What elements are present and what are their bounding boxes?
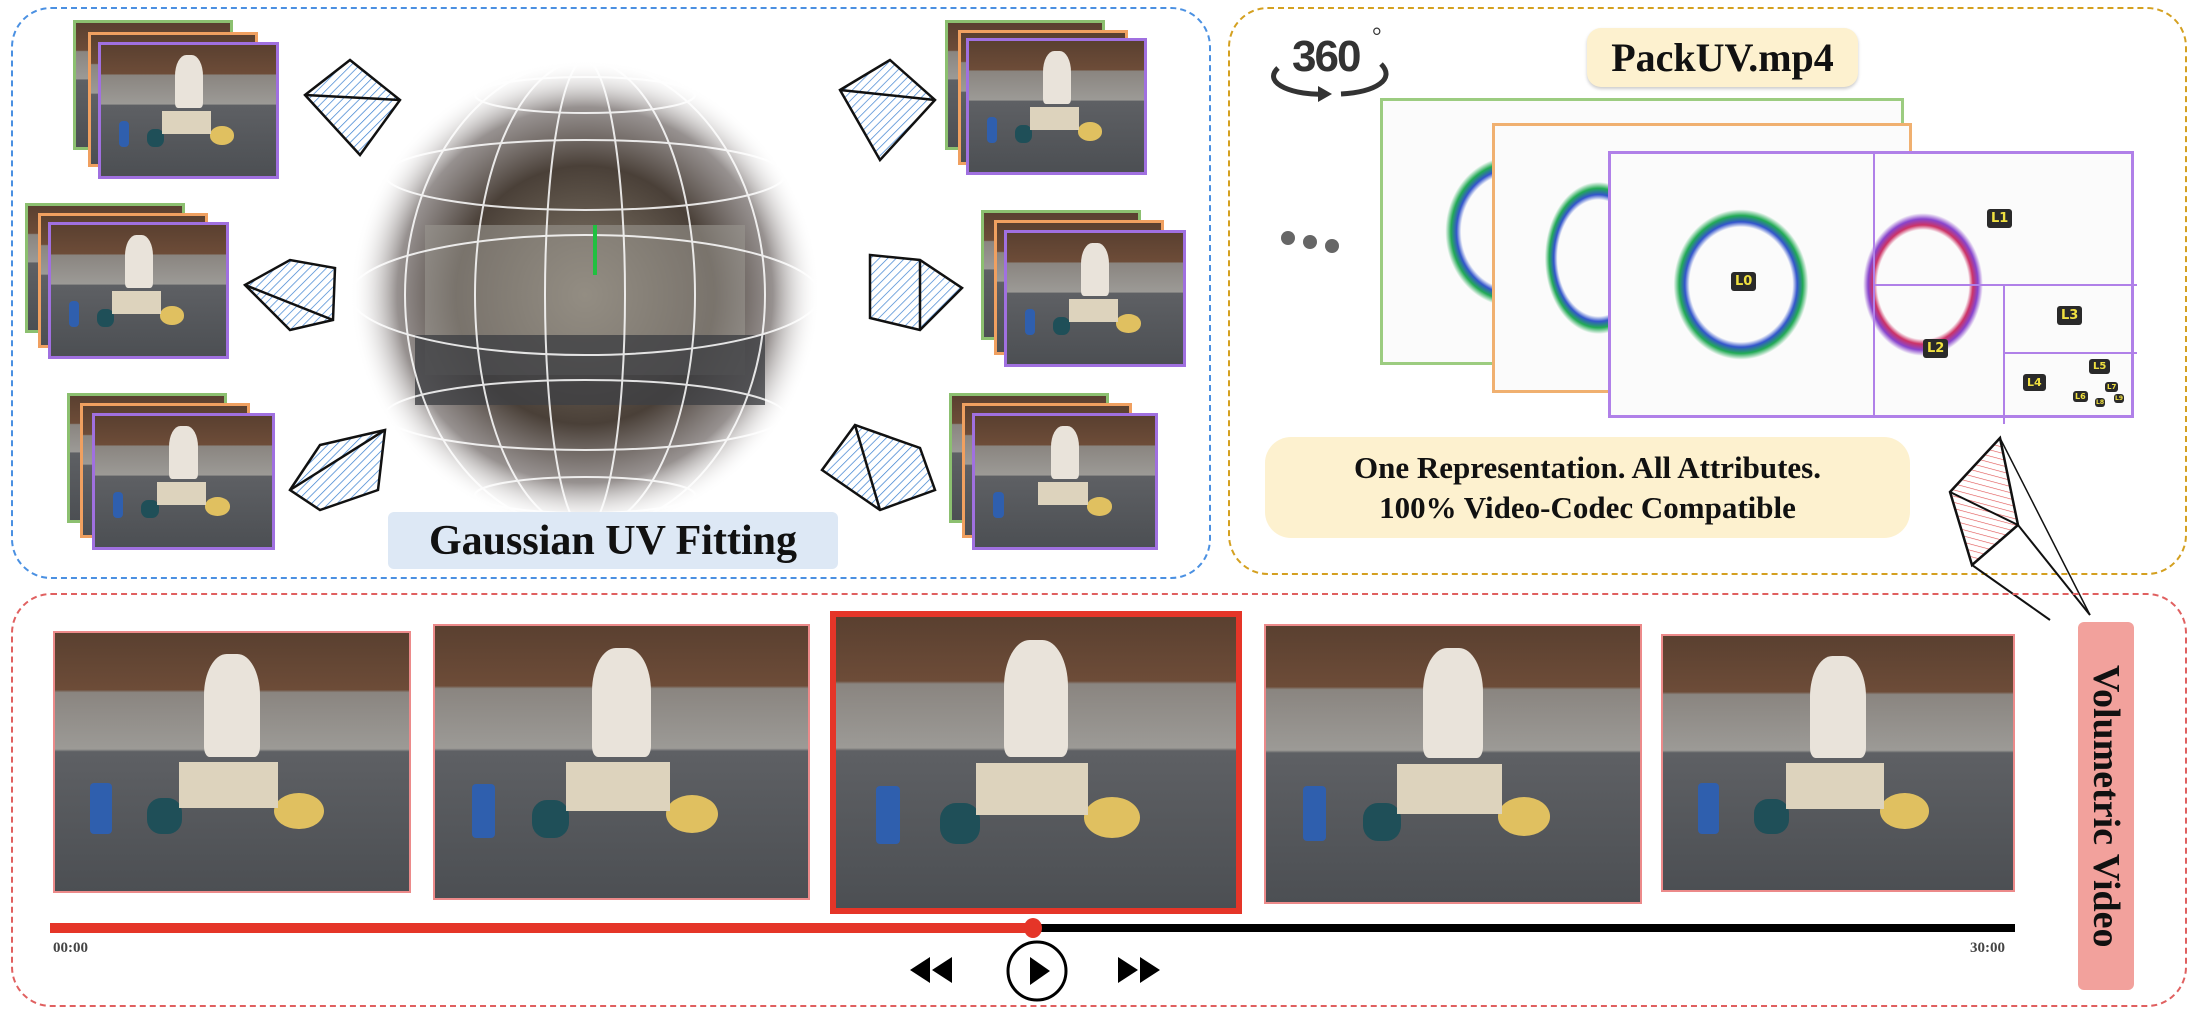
gaussian-uv-fitting-panel bbox=[11, 7, 1211, 579]
video-frame-current[interactable] bbox=[830, 611, 1242, 914]
level-label: L5 bbox=[2089, 359, 2111, 374]
timeline-progress bbox=[50, 923, 1033, 933]
level-label: L9 bbox=[2114, 394, 2124, 403]
camera-frame bbox=[972, 413, 1158, 550]
render-camera-icon bbox=[1948, 435, 2091, 621]
more-frames-ellipsis-icon bbox=[1280, 228, 1350, 263]
fast-forward-icon[interactable] bbox=[1116, 955, 1162, 985]
tagline-box: One Representation. All Attributes. 100%… bbox=[1265, 437, 1910, 538]
camera-frame bbox=[92, 413, 275, 550]
level-label: L6 bbox=[2073, 391, 2088, 402]
level-label: L1 bbox=[1987, 209, 2013, 228]
video-frame[interactable] bbox=[53, 631, 411, 893]
level-label: L8 bbox=[2095, 398, 2105, 407]
camera-frame bbox=[98, 42, 279, 179]
camera-frame bbox=[966, 38, 1147, 175]
timeline-handle[interactable] bbox=[1023, 918, 1042, 938]
camera-frame bbox=[1004, 230, 1186, 367]
video-frame[interactable] bbox=[433, 624, 810, 900]
time-end: 30:00 bbox=[1970, 940, 2005, 956]
uv-atlas-frame-current: L0 L1 L2 L3 L4 L5 L6 L7 L8 L9 bbox=[1608, 151, 2137, 424]
level-label: L2 bbox=[1923, 339, 1949, 358]
packuv-file-label: PackUV.mp4 bbox=[1587, 28, 1858, 87]
gaussian-uv-fitting-label: Gaussian UV Fitting bbox=[388, 512, 838, 569]
camera-icon bbox=[288, 428, 387, 512]
camera-frustum-icons bbox=[242, 58, 964, 512]
volumetric-video-panel bbox=[11, 593, 2187, 1007]
time-start: 00:00 bbox=[53, 940, 88, 956]
level-label: L0 bbox=[1731, 272, 1757, 291]
camera-icon bbox=[303, 58, 402, 157]
level-label: L4 bbox=[2023, 374, 2046, 391]
tagline-line-1: One Representation. All Attributes. bbox=[1354, 449, 1821, 485]
video-frame[interactable] bbox=[1264, 624, 1642, 904]
play-icon[interactable] bbox=[1005, 939, 1069, 1003]
packuv-panel bbox=[1228, 7, 2187, 575]
level-label: L7 bbox=[2105, 382, 2119, 392]
timeline-scrubber[interactable] bbox=[50, 918, 2015, 938]
camera-icon bbox=[868, 253, 964, 332]
level-label: L3 bbox=[2057, 306, 2083, 325]
camera-icon bbox=[838, 58, 937, 163]
tagline-line-2: 100% Video-Codec Compatible bbox=[1379, 489, 1796, 525]
camera-icon bbox=[242, 258, 337, 332]
gaussian-sphere-illustration bbox=[349, 59, 821, 531]
volumetric-video-label: Volumetric Video bbox=[2078, 622, 2134, 990]
360-icon: 360 ° bbox=[1266, 24, 1396, 102]
rewind-icon[interactable] bbox=[908, 955, 954, 985]
camera-icon bbox=[820, 423, 937, 512]
camera-frame bbox=[48, 222, 229, 359]
video-frame[interactable] bbox=[1661, 634, 2015, 892]
